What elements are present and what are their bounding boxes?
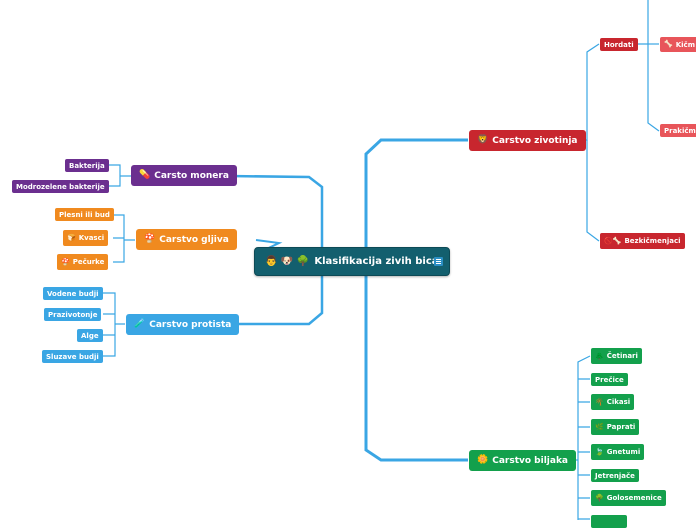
mushroom-icon: 🍄 — [144, 234, 156, 244]
node-bezkicmenjaci[interactable]: 🚫🦴 Bezkičmenjaci — [600, 233, 685, 249]
node-plesni-ili-bud[interactable]: Plesni ili bud — [55, 208, 114, 221]
node-label: Prečice — [595, 375, 624, 384]
bone-icon: 🦴 — [664, 40, 673, 48]
node-label: Četinari — [606, 352, 638, 360]
node-jetrenjace[interactable]: Jetrenjače — [591, 469, 639, 482]
node-label: Prazivotonje — [48, 310, 98, 319]
link-biljaka-trunk — [577, 355, 591, 520]
node-carstvo-protista[interactable]: 🧪 Carstvo protista — [126, 314, 240, 335]
link-protista-children — [103, 292, 125, 357]
node-label: Prakičm — [664, 126, 696, 135]
node-label: Hordati — [604, 40, 634, 49]
lion-icon: 🦁 — [477, 135, 489, 145]
link-hordati-up — [637, 0, 649, 45]
link-root-zivotinja — [364, 138, 468, 263]
root-node[interactable]: 👨 🐶 🌳 Klasifikacija zivih bica — [254, 247, 450, 276]
node-label: Paprati — [606, 423, 636, 431]
node-label: Carsto monera — [154, 170, 229, 181]
node-alge[interactable]: Alge — [77, 329, 103, 342]
node-modrozelene-bakterije[interactable]: Modrozelene bakterije — [12, 180, 109, 193]
node-label: Carstvo biljaka — [492, 455, 569, 466]
node-prakicm[interactable]: Prakičm — [660, 124, 696, 137]
node-label: Vodene budji — [47, 289, 99, 298]
node-kicm[interactable]: 🦴 Kičm — [660, 37, 696, 52]
node-pecurke[interactable]: 🍄 Pečurke — [57, 254, 109, 270]
node-cut-off[interactable] — [591, 515, 627, 528]
node-carstvo-gljiva[interactable]: 🍄 Carstvo gljiva — [136, 229, 237, 250]
node-label: Alge — [81, 331, 99, 340]
node-hordati[interactable]: Hordati — [600, 38, 638, 51]
node-label: Sluzave budji — [46, 352, 99, 361]
node-bakterija[interactable]: Bakterija — [65, 159, 109, 172]
mushroom-icon: 🍄 — [61, 257, 70, 266]
node-label: Carstvo gljiva — [159, 234, 229, 245]
no-bone-icon: 🚫🦴 — [604, 236, 622, 245]
person-dog-tree-icon: 👨 🐶 🌳 — [265, 255, 310, 267]
node-golosemenice[interactable]: 🌳 Golosemenice — [591, 490, 666, 506]
palm-icon: 🌴 — [595, 397, 604, 406]
node-label: Modrozelene bakterije — [16, 182, 105, 191]
node-label: Bezkičmenjaci — [624, 237, 681, 245]
leaf-icon: 🍃 — [595, 447, 604, 456]
node-carsto-monera[interactable]: 💊 Carsto monera — [131, 165, 237, 186]
node-gnetumi[interactable]: 🍃 Gnetumi — [591, 444, 645, 460]
node-label: Pečurke — [72, 258, 105, 266]
link-monera-children — [109, 164, 131, 187]
link-zivotinja-hordati — [576, 43, 600, 141]
conifer-icon: 🌲 — [595, 351, 604, 360]
node-label: Gnetumi — [606, 448, 641, 456]
root-label: Klasifikacija zivih bica — [314, 256, 439, 267]
node-cikasi[interactable]: 🌴 Cikasi — [591, 394, 635, 410]
tree-icon: 🌳 — [595, 493, 604, 502]
node-precice[interactable]: Prečice — [591, 373, 628, 386]
note-icon[interactable] — [434, 257, 443, 266]
test-tube-icon: 🧪 — [134, 319, 146, 329]
node-label: Jetrenjače — [595, 471, 635, 480]
node-vodene-budji[interactable]: Vodene budji — [43, 287, 103, 300]
node-sluzave-budji[interactable]: Sluzave budji — [42, 350, 103, 363]
node-label: Kičm — [675, 40, 695, 49]
node-label: Golosemenice — [606, 494, 662, 502]
bread-icon: 🍞 — [67, 233, 76, 242]
node-kvasci[interactable]: 🍞 Kvasci — [63, 230, 109, 246]
link-root-biljaka — [364, 259, 468, 462]
node-label: Carstvo zivotinja — [492, 135, 578, 146]
node-prazivotonje[interactable]: Prazivotonje — [44, 308, 102, 321]
node-carstvo-biljaka[interactable]: 🌼 Carstvo biljaka — [469, 450, 577, 471]
link-gljiva-children — [113, 214, 135, 263]
node-paprati[interactable]: 🌿 Paprati — [591, 419, 640, 435]
node-label: Carstvo protista — [149, 319, 232, 330]
node-label: Kvasci — [78, 234, 105, 242]
node-label: Plesni ili bud — [59, 210, 110, 219]
node-cetinari[interactable]: 🌲 Četinari — [591, 348, 642, 364]
pill-icon: 💊 — [139, 170, 151, 180]
link-hordati-prakicm — [647, 44, 660, 132]
node-label: Cikasi — [606, 398, 631, 406]
link-root-protista — [229, 261, 324, 326]
node-carstvo-zivotinja[interactable]: 🦁 Carstvo zivotinja — [469, 130, 586, 151]
link-zivotinja-bezkicmenjaci — [586, 140, 600, 242]
node-label: Bakterija — [69, 161, 105, 170]
fern-icon: 🌿 — [595, 422, 604, 431]
link-biljaka-children — [578, 378, 590, 520]
sunflower-icon: 🌼 — [477, 455, 489, 465]
